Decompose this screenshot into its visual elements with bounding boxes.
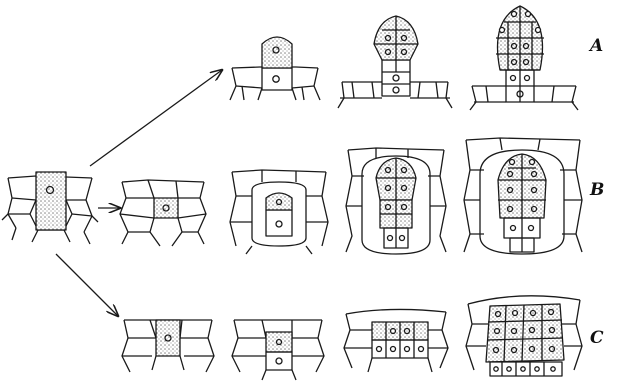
row-label-c: C (590, 328, 620, 348)
initial-stage (2, 172, 98, 244)
row-c-stage-1 (122, 320, 214, 372)
row-b-stage-1 (120, 180, 206, 246)
row-b-stage-2 (230, 170, 328, 254)
row-b-stage-1-cell (154, 198, 178, 218)
row-b-stage-3 (346, 148, 446, 254)
arrow-to-row-c (56, 254, 118, 316)
row-b-stage-4 (464, 138, 582, 254)
row-c-stage-3 (344, 309, 448, 372)
row-label-a: A (590, 36, 620, 56)
row-c-stage-1-cell (156, 320, 180, 356)
row-c-stage-4 (466, 296, 582, 376)
row-a-stage-1 (230, 37, 320, 100)
row-b-stage-2-cell (266, 193, 292, 210)
row-c-stage-2-cell (266, 332, 292, 352)
row-label-b: B (590, 180, 620, 200)
initial-cell (36, 172, 66, 230)
row-a-stage-2 (338, 16, 452, 108)
row-c-stage-2 (232, 320, 324, 380)
row-a-stage-3 (470, 6, 578, 110)
arrow-to-row-a (90, 70, 222, 166)
